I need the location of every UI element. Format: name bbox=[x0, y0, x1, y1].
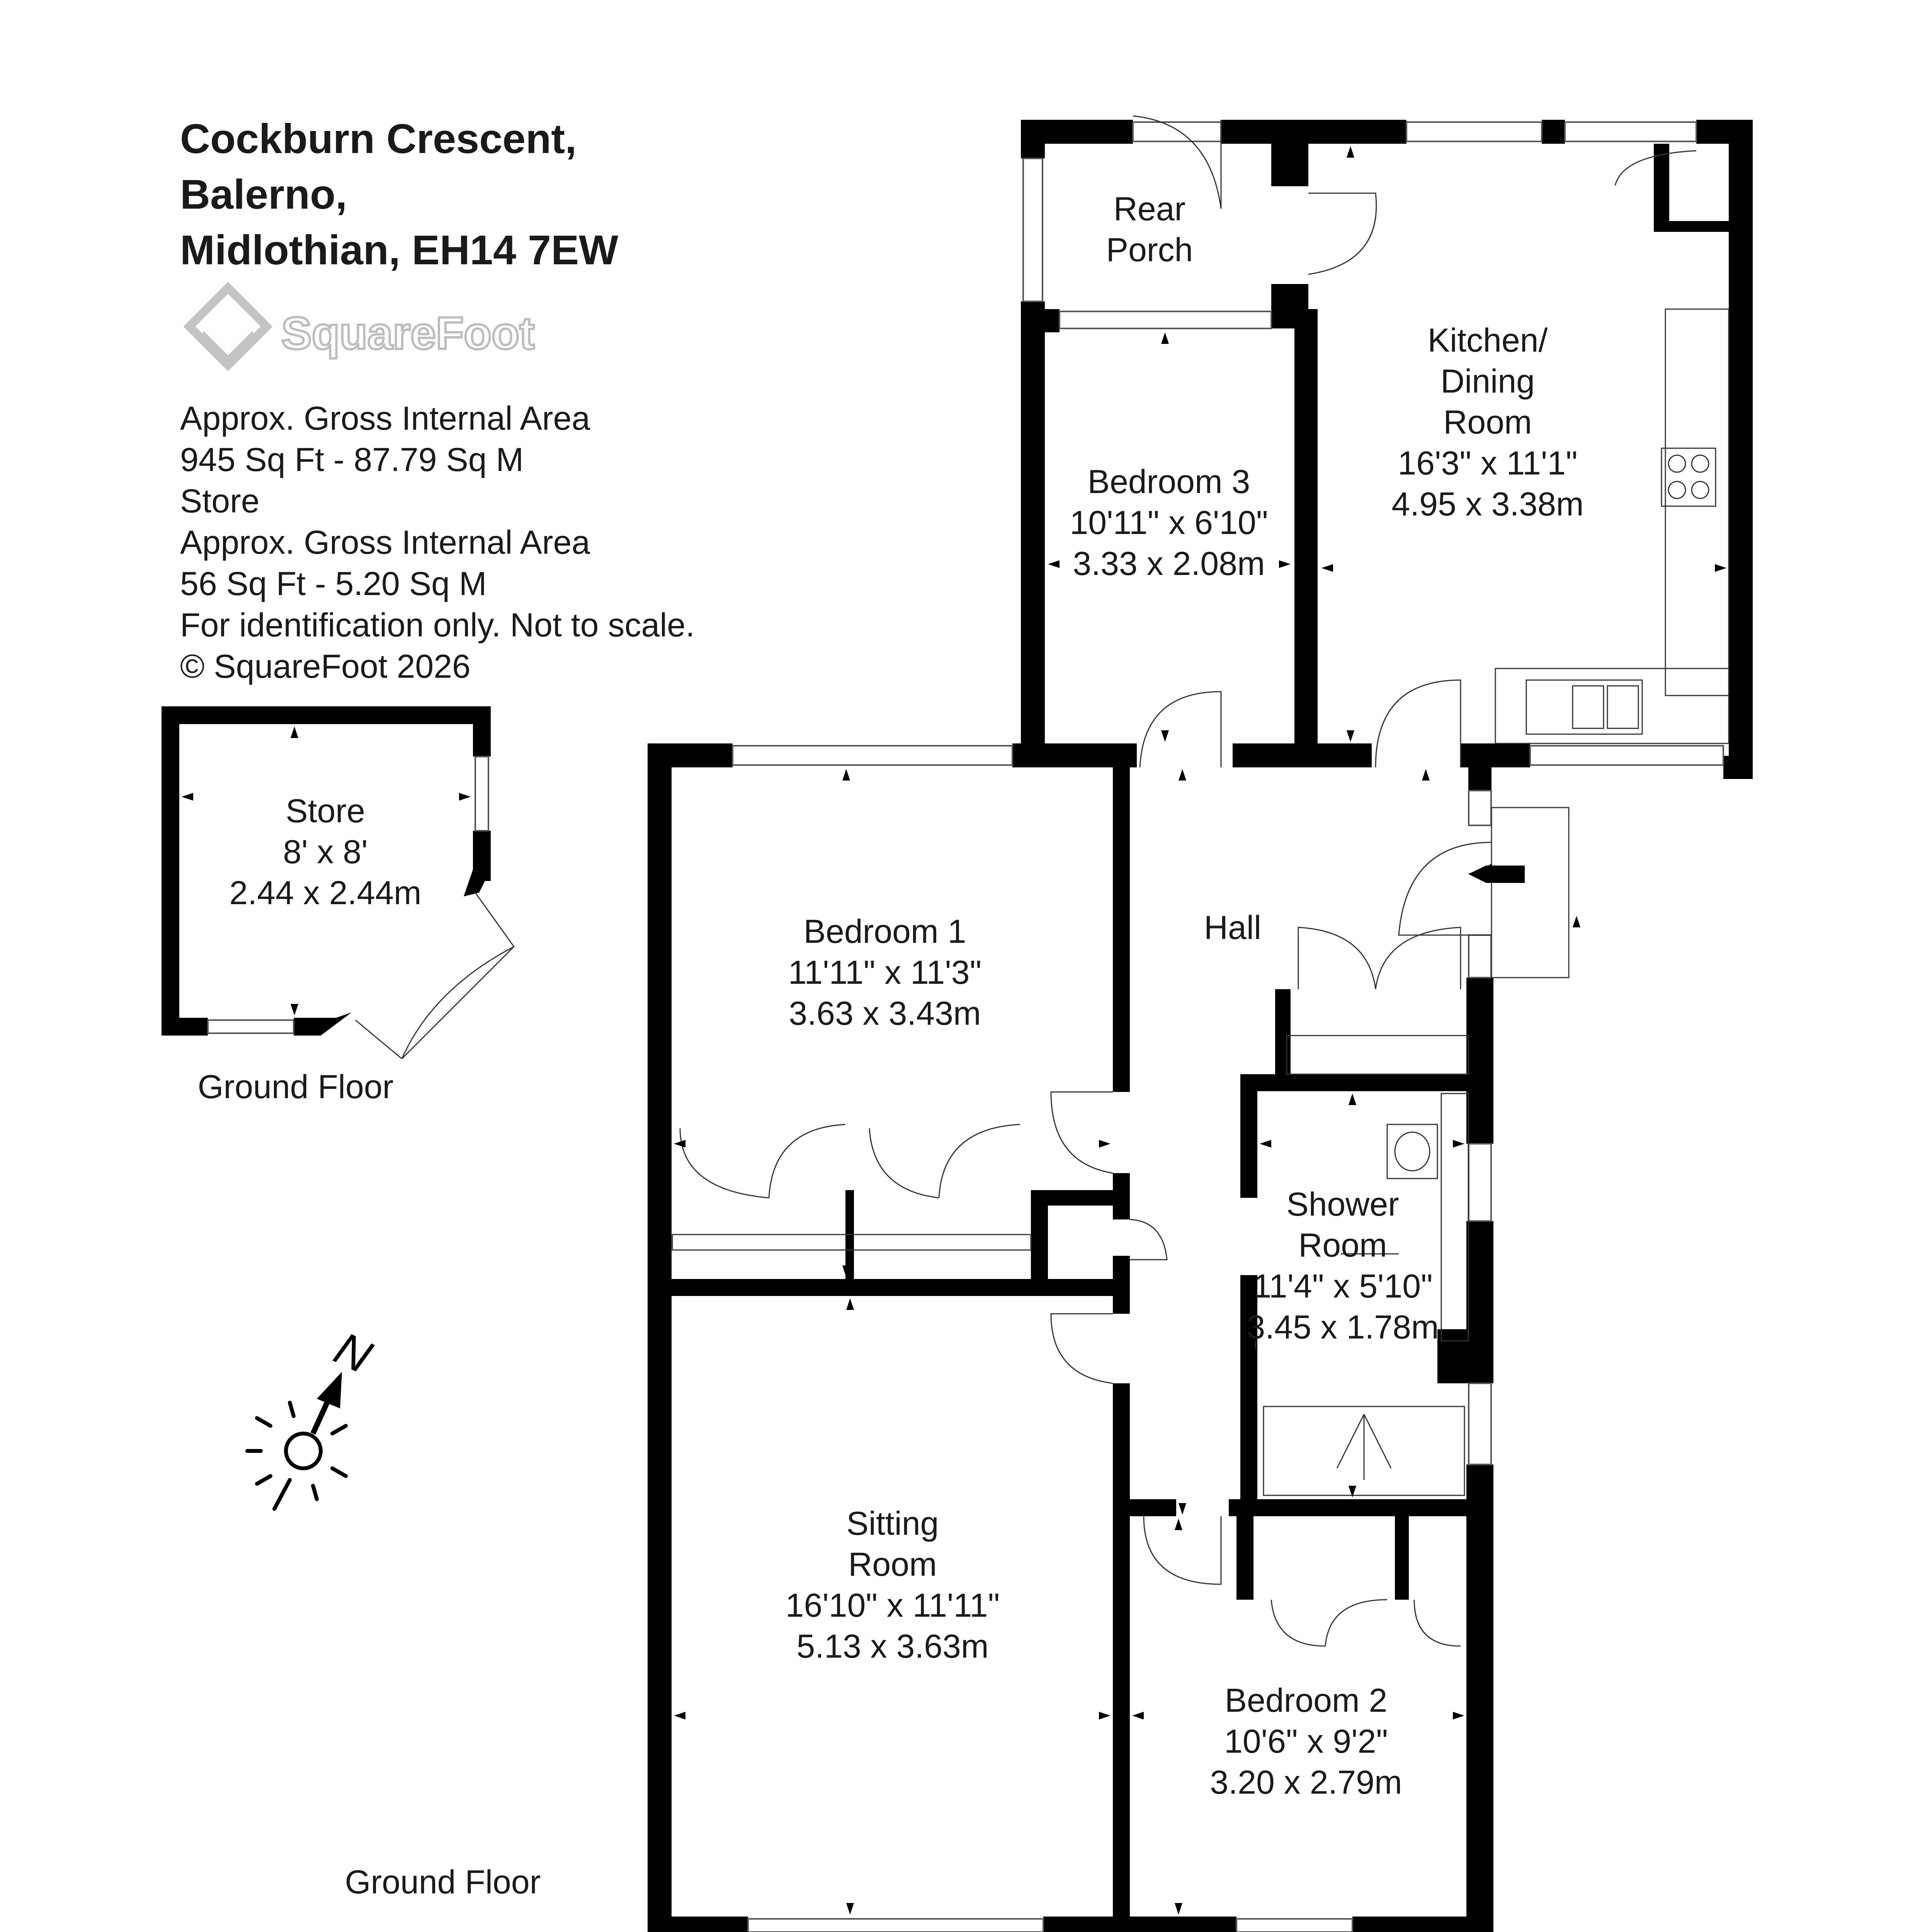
area-info: Approx. Gross Internal Area 945 Sq Ft - … bbox=[180, 400, 695, 685]
room-hall: Hall bbox=[1204, 909, 1261, 946]
room-dim-metric: 5.13 x 3.63m bbox=[796, 1628, 988, 1665]
room-bedroom-2: Bedroom 2 10'6" x 9'2" 3.20 x 2.79m bbox=[1210, 1682, 1402, 1801]
area-info-line: Store bbox=[180, 483, 260, 520]
address-line2: Balerno, bbox=[180, 171, 347, 218]
room-dim-metric: 3.45 x 1.78m bbox=[1247, 1309, 1439, 1346]
area-info-line: For identification only. Not to scale. bbox=[180, 607, 695, 644]
room-kitchen-dining: Kitchen/ Dining Room 16'3" x 11'1" 4.95 … bbox=[1391, 322, 1583, 523]
address-line1: Cockburn Crescent, bbox=[180, 115, 577, 162]
room-name: Hall bbox=[1204, 909, 1261, 946]
room-name: Shower bbox=[1286, 1186, 1399, 1223]
compass: N bbox=[245, 1322, 379, 1511]
store-building: Store 8' x 8' 2.44 x 2.44m bbox=[162, 706, 515, 1060]
room-dim-imperial: 11'11" x 11'3" bbox=[788, 954, 981, 991]
area-info-line: 945 Sq Ft - 87.79 Sq M bbox=[180, 441, 524, 478]
sink-icon bbox=[1526, 679, 1643, 735]
shower-tray-icon bbox=[1263, 1406, 1465, 1496]
room-name: Rear bbox=[1114, 190, 1185, 228]
room-dim-imperial: 16'10" x 11'11" bbox=[786, 1587, 1000, 1624]
room-name: Room bbox=[1298, 1227, 1387, 1264]
room-dim-imperial: 10'6" x 9'2" bbox=[1224, 1723, 1388, 1760]
address-line3: Midlothian, EH14 7EW bbox=[180, 226, 618, 273]
brand-name: SquareFoot bbox=[281, 308, 535, 359]
room-dim-imperial: 11'4" x 5'10" bbox=[1253, 1268, 1432, 1305]
room-name: Room bbox=[848, 1546, 937, 1583]
room-name: Store bbox=[286, 793, 365, 830]
fixtures bbox=[672, 308, 1730, 1496]
floor-label-store: Ground Floor bbox=[198, 1068, 394, 1105]
room-shower: Shower Room 11'4" x 5'10" 3.45 x 1.78m bbox=[1247, 1186, 1439, 1346]
copyright-line: © SquareFoot 2026 bbox=[180, 648, 471, 685]
area-info-line: Approx. Gross Internal Area bbox=[180, 524, 590, 561]
house-walls bbox=[648, 120, 1753, 1932]
room-dim-imperial: 8' x 8' bbox=[283, 833, 367, 871]
room-dim-metric: 3.33 x 2.08m bbox=[1073, 545, 1265, 582]
room-name: Bedroom 1 bbox=[804, 913, 966, 950]
room-bedroom-3: Bedroom 3 10'11" x 6'10" 3.33 x 2.08m bbox=[1070, 463, 1268, 582]
room-name: Room bbox=[1443, 404, 1532, 441]
hob-icon bbox=[1661, 447, 1716, 507]
sun-icon bbox=[245, 1401, 348, 1511]
room-name: Sitting bbox=[846, 1505, 939, 1542]
room-name: Bedroom 2 bbox=[1225, 1682, 1388, 1719]
room-name: Bedroom 3 bbox=[1088, 463, 1250, 500]
room-dim-metric: 4.95 x 3.38m bbox=[1391, 486, 1583, 523]
windows bbox=[732, 121, 1724, 1932]
door-swings bbox=[679, 115, 1697, 1647]
room-bedroom-1: Bedroom 1 11'11" x 11'3" 3.63 x 3.43m bbox=[788, 913, 981, 1032]
basin-icon bbox=[1386, 1124, 1438, 1179]
squarefoot-diamond-logo-icon bbox=[183, 282, 273, 371]
floor-label-main: Ground Floor bbox=[345, 1864, 541, 1901]
north-letter: N bbox=[327, 1322, 379, 1383]
room-dim-imperial: 10'11" x 6'10" bbox=[1070, 504, 1268, 541]
room-name: Kitchen/ bbox=[1428, 322, 1548, 359]
room-dim-metric: 2.44 x 2.44m bbox=[229, 874, 421, 912]
brand-logo: SquareFoot bbox=[183, 282, 536, 371]
north-arrow-icon bbox=[310, 1372, 342, 1435]
room-name: Porch bbox=[1106, 231, 1193, 269]
room-sitting: Sitting Room 16'10" x 11'11" 5.13 x 3.63… bbox=[786, 1505, 1000, 1665]
room-dim-metric: 3.63 x 3.43m bbox=[789, 995, 981, 1032]
room-name: Dining bbox=[1440, 363, 1535, 400]
address-block: Cockburn Crescent, Balerno, Midlothian, … bbox=[180, 115, 618, 273]
room-rear-porch: Rear Porch bbox=[1106, 190, 1193, 269]
area-info-line: Approx. Gross Internal Area bbox=[180, 400, 590, 437]
room-dim-imperial: 16'3" x 11'1" bbox=[1398, 445, 1577, 482]
room-dim-metric: 3.20 x 2.79m bbox=[1210, 1764, 1402, 1801]
area-info-line: 56 Sq Ft - 5.20 Sq M bbox=[180, 565, 486, 602]
